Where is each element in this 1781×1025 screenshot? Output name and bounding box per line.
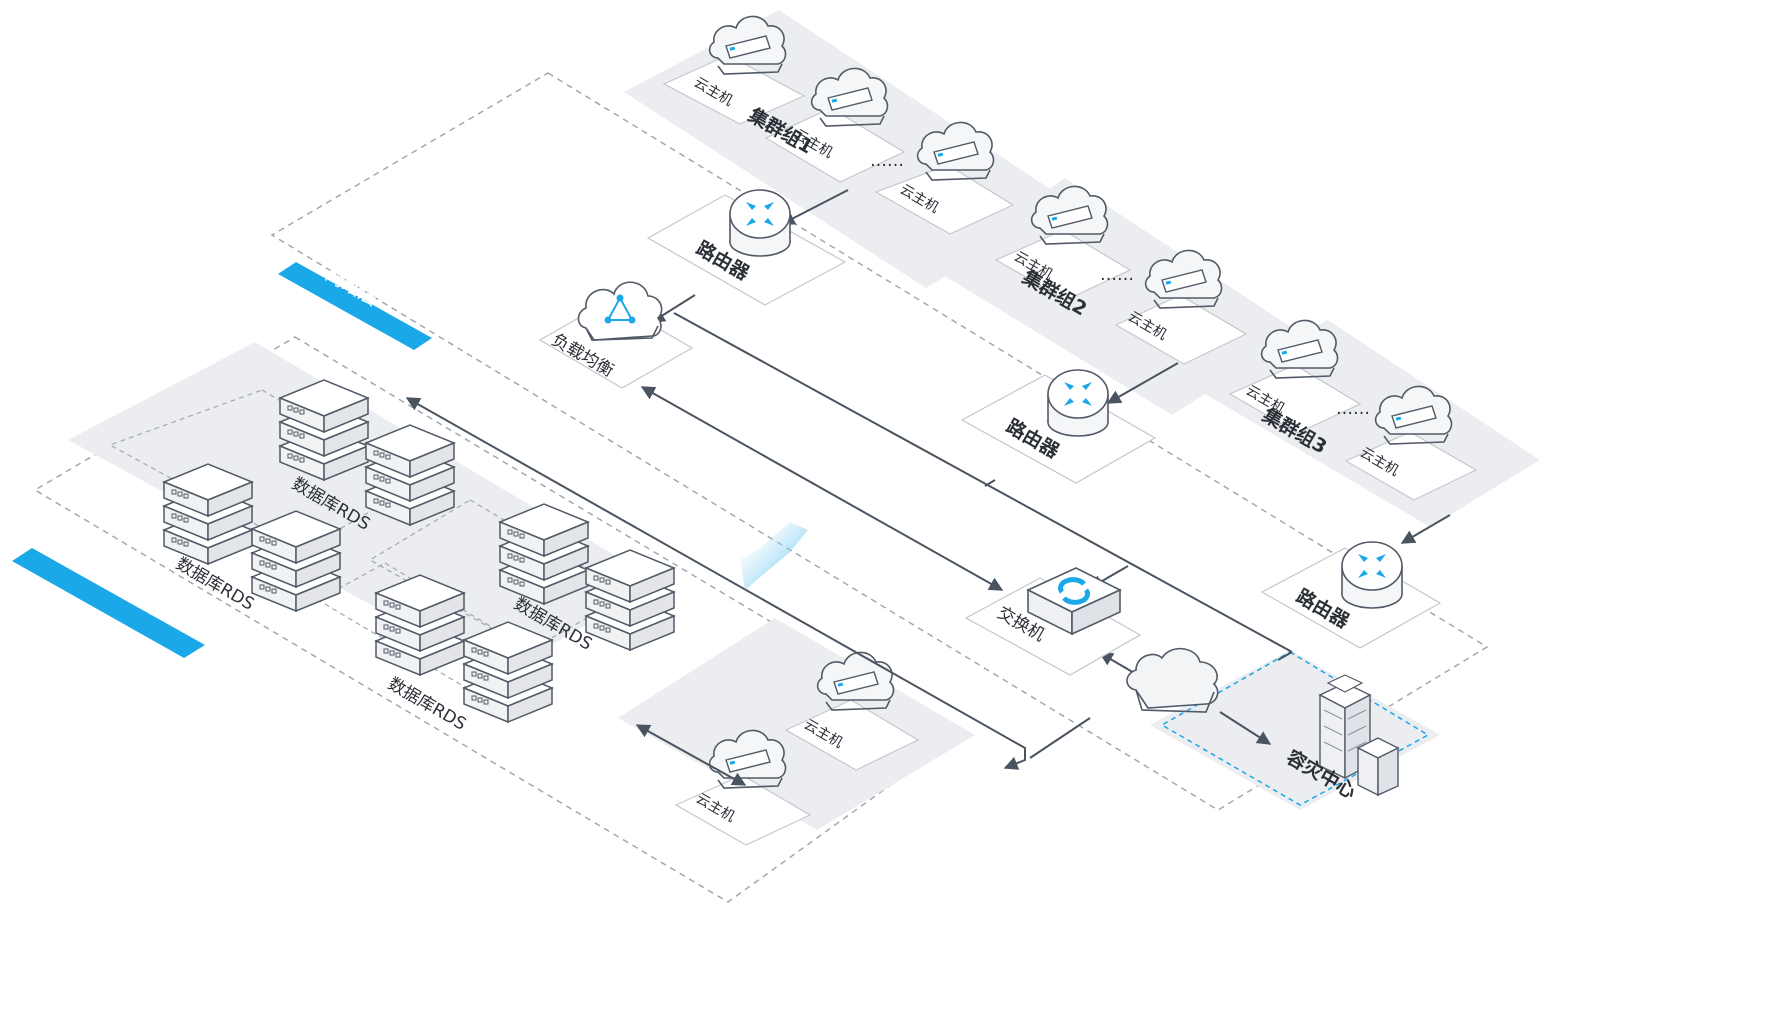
cluster1-to-router1 — [780, 189, 849, 225]
cluster3-to-router3 — [1400, 514, 1451, 544]
storage-layer-tag: 云横式存储层 — [12, 543, 205, 658]
cluster-2-ellipsis: …… — [1100, 265, 1134, 285]
bottom-vm-platform — [618, 618, 975, 830]
network-layer-tag: 网络层 — [278, 262, 432, 350]
db-stack-5[interactable] — [500, 504, 588, 604]
router3-stub — [1277, 651, 1293, 661]
internet-cloud-icon — [1126, 647, 1219, 713]
db-stack-8[interactable] — [464, 622, 552, 722]
db-stack-1[interactable] — [280, 380, 368, 480]
storage-layer-region — [33, 336, 962, 903]
building-icon — [1318, 674, 1400, 797]
cluster-2-vm-2[interactable]: 云主机 — [1114, 249, 1248, 365]
router2-stub — [984, 479, 996, 487]
cluster-3-ellipsis: …… — [1336, 399, 1370, 419]
cluster-2-platform — [935, 178, 1300, 415]
lb-to-switch — [640, 386, 1004, 591]
cluster2-to-router2 — [1106, 362, 1179, 404]
cluster-1-ellipsis: …… — [870, 151, 904, 171]
dr-link-2 — [1029, 717, 1091, 759]
bottom-vm-2[interactable]: 云主机 — [674, 729, 812, 846]
router-3[interactable]: 路由器 — [1260, 541, 1442, 649]
db-stack-6[interactable] — [586, 550, 674, 650]
load-balancer[interactable]: 负载均衡 — [538, 281, 694, 389]
switch[interactable]: 交换机 — [964, 568, 1142, 676]
db-label: 数据库RDS — [172, 554, 257, 615]
db-stack-2[interactable] — [366, 425, 454, 525]
router-2[interactable]: 路由器 — [960, 369, 1157, 484]
db-to-vm — [635, 724, 747, 786]
db-stack-3[interactable] — [164, 464, 252, 564]
db-stack-4[interactable] — [252, 511, 340, 611]
connections — [405, 189, 1451, 786]
db-stack-7[interactable] — [376, 575, 464, 675]
cluster-1-vm-2[interactable]: 云主机 — [764, 67, 906, 183]
direction-arrow-icon — [740, 522, 808, 590]
cloud-to-dr — [1219, 711, 1272, 745]
storage-to-bottom-vms — [405, 397, 1026, 770]
db-label: 数据库RDS — [384, 674, 469, 735]
